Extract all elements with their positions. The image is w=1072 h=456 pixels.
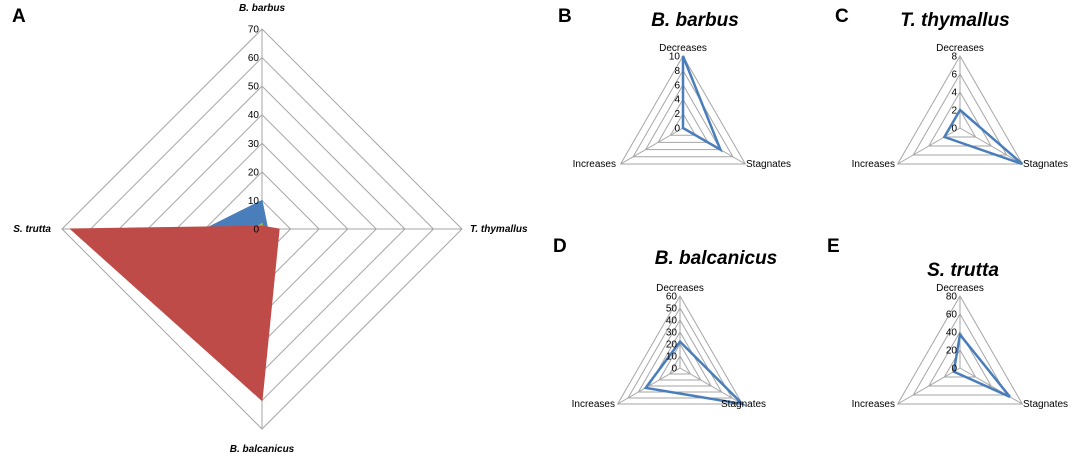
category-label-increases: Increases (852, 159, 895, 170)
tick-label: 60 (946, 310, 958, 321)
tick-label: 4 (951, 88, 957, 99)
axis-spoke (959, 367, 1023, 405)
chart-title: B. balcanicus (655, 248, 778, 269)
category-label-decreases: Decreases (656, 283, 704, 294)
axis-spoke (897, 127, 961, 165)
tick-label: 50 (248, 82, 260, 93)
axis-spoke (617, 367, 681, 405)
panel-letter: E (827, 236, 840, 257)
tick-label: 0 (951, 124, 957, 135)
category-label-decreases: Decreases (936, 43, 984, 54)
category-label-stagnates: Stagnates (721, 399, 766, 410)
tick-label: 6 (951, 70, 957, 81)
category-label-stagnates: Stagnates (1023, 399, 1068, 410)
tick-label: 70 (248, 25, 260, 36)
tick-label: 60 (666, 292, 678, 303)
category-label-increases: Increases (573, 159, 616, 170)
tick-label: 60 (248, 53, 260, 64)
tick-label: 8 (951, 52, 957, 63)
tick-label: 0 (671, 364, 677, 375)
grid-ring (912, 313, 1008, 396)
grid-ring (658, 342, 702, 381)
category-label-stagnates: Stagnates (1023, 159, 1068, 170)
axis-spoke (897, 367, 961, 405)
grid-ring (616, 294, 744, 405)
axis-spoke (679, 367, 743, 405)
tick-label: 30 (666, 328, 678, 339)
tick-label: 50 (666, 304, 678, 315)
series-line-1 (681, 55, 723, 153)
tick-label: 4 (674, 95, 680, 106)
panel-a: A 0 10 20 30 40 50 60 70 B. barbus T. thymallus B. … (12, 3, 528, 455)
tick-label: 0 (253, 225, 259, 236)
category-label-decreases: Decreases (659, 43, 707, 54)
grid-ring (627, 307, 733, 399)
tick-label: 40 (248, 110, 260, 121)
axis-spoke (620, 127, 684, 165)
axis-spoke (959, 127, 1023, 165)
series-line-1 (643, 339, 746, 406)
series-area-3 (69, 225, 280, 402)
panel-letter: A (12, 6, 26, 27)
tick-label: 2 (951, 106, 957, 117)
grid-ring (644, 83, 722, 151)
panel-letter: D (553, 236, 567, 257)
tick-label: 20 (666, 340, 678, 351)
chart-title: S. trutta (927, 260, 999, 281)
grid-ring (647, 331, 713, 387)
tick-label: 10 (248, 196, 260, 207)
tick-label: 8 (674, 66, 680, 77)
series-line-1 (952, 331, 1011, 398)
grid-ring (927, 91, 993, 147)
grid-ring (927, 331, 993, 387)
category-label-b-barbus: B. barbus (239, 3, 286, 14)
grid-ring (896, 294, 1024, 405)
panel-letter: C (835, 6, 849, 27)
tick-label: 40 (946, 328, 958, 339)
grid-ring (632, 69, 734, 158)
grid-ring (896, 54, 1024, 165)
tick-label: 40 (666, 316, 678, 327)
category-label-s-trutta: S. trutta (13, 224, 51, 235)
grid-ring (657, 98, 709, 143)
grid-ring (669, 112, 697, 136)
grid-ring (943, 348, 977, 378)
category-label-decreases: Decreases (936, 283, 984, 294)
tick-label: 10 (666, 352, 678, 363)
category-label-increases: Increases (572, 399, 615, 410)
chart-title: T. thymallus (900, 10, 1009, 31)
tick-label: 6 (674, 80, 680, 91)
category-label-stagnates: Stagnates (746, 159, 791, 170)
panel-d: D B. balcanicus 0102030405060DecreasesStag… (553, 236, 777, 410)
tick-label: 0 (674, 124, 680, 135)
tick-label: 80 (946, 292, 958, 303)
grid-ring (637, 318, 723, 393)
chart-title: B. barbus (651, 10, 739, 31)
panel-letter: B (558, 6, 572, 27)
grid-ring (668, 355, 692, 375)
tick-label: 2 (674, 109, 680, 120)
grid-ring (619, 54, 747, 165)
tick-label: 0 (951, 364, 957, 375)
series-line-1 (942, 108, 1024, 166)
tick-label: 10 (669, 52, 681, 63)
tick-label: 20 (248, 167, 260, 178)
category-label-increases: Increases (852, 399, 895, 410)
grid-ring (912, 73, 1008, 156)
category-label-b-balcanicus: B. balcanicus (230, 444, 295, 455)
tick-label: 30 (248, 139, 260, 150)
tick-label: 20 (946, 346, 958, 357)
category-label-t-thymallus: T. thymallus (470, 224, 528, 235)
